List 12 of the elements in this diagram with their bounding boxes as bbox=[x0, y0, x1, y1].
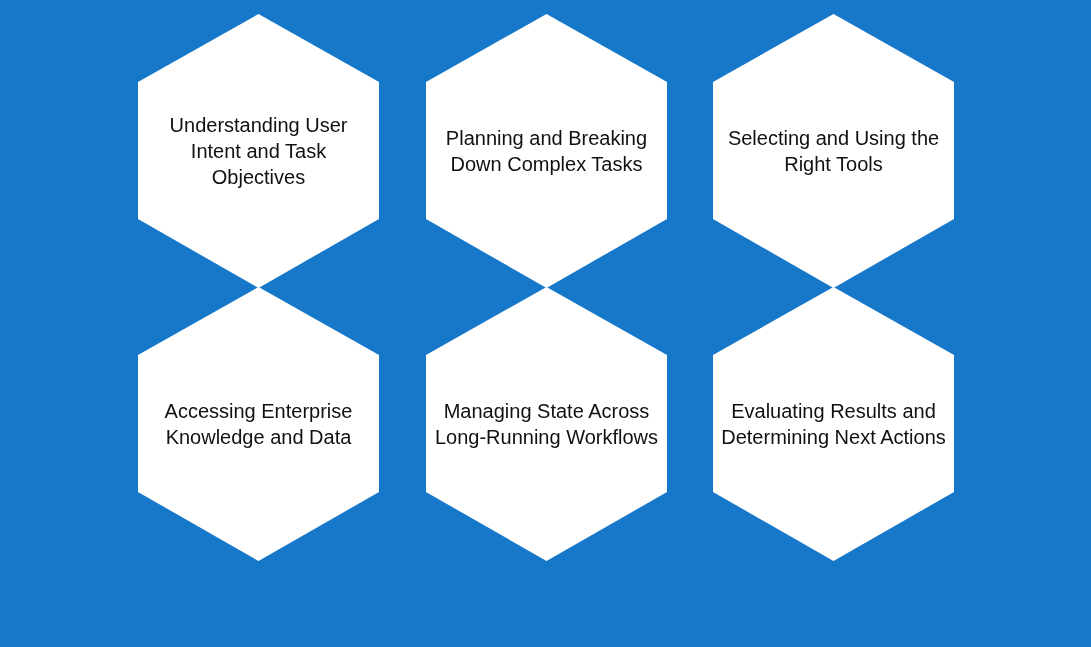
hexagon-shape bbox=[426, 287, 667, 561]
hexagon-shape bbox=[713, 14, 954, 288]
hexagon-shape bbox=[138, 14, 379, 288]
hexagon-label: Selecting and Using the Right Tools bbox=[726, 126, 941, 177]
hexagon-label: Managing State Across Long-Running Workflows bbox=[434, 399, 659, 450]
hexagon-label: Accessing Enterprise Knowledge and Data bbox=[163, 399, 354, 450]
hexagon-shape bbox=[713, 287, 954, 561]
hexagon-label: Evaluating Results and Determining Next Actions bbox=[721, 399, 946, 450]
hexagon-shape bbox=[426, 14, 667, 288]
hexagon-label: Planning and Breaking Down Complex Tasks bbox=[444, 126, 649, 177]
hexagon-label: Understanding User Intent and Task Objectives bbox=[168, 113, 349, 190]
hexagon-shape bbox=[138, 287, 379, 561]
